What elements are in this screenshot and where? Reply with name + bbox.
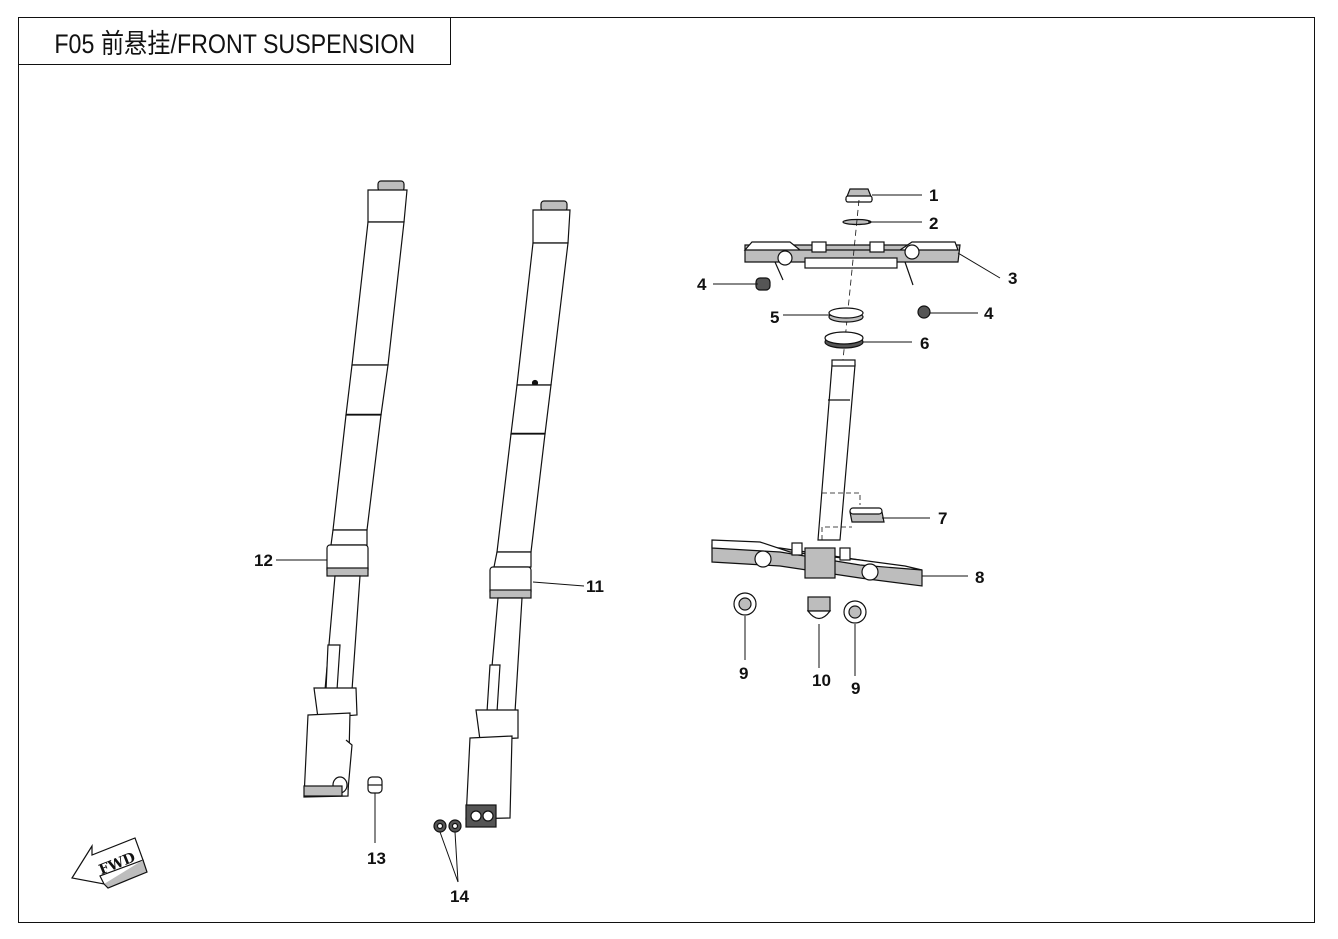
clamp-bolt-4a (755, 277, 771, 291)
callout-12: 12 (254, 551, 273, 570)
callout-labels: 1 2 3 4 4 5 6 7 8 9 10 9 11 12 13 14 FWD (97, 186, 1018, 906)
callout-11: 11 (586, 577, 604, 596)
callout-7: 7 (938, 509, 947, 528)
stem-nut-1 (845, 188, 873, 203)
upper-triple-clamp-3 (743, 241, 961, 286)
callout-8: 8 (975, 568, 984, 587)
diagram-frame (18, 17, 1315, 923)
callout-2: 2 (929, 214, 938, 233)
callout-9a: 9 (739, 664, 748, 683)
stem-plug-10 (806, 596, 832, 620)
steering-stem (817, 359, 856, 541)
callout-10: 10 (812, 671, 831, 690)
fork-leg-left (303, 180, 408, 798)
bearing-6 (824, 331, 864, 349)
axle-bushing-13 (367, 776, 383, 794)
callout-1: 1 (929, 186, 938, 205)
leader-lines (276, 194, 1001, 883)
lower-bearing-7 (821, 492, 885, 540)
callout-6: 6 (920, 334, 929, 353)
callout-14: 14 (450, 887, 469, 906)
fwd-arrow-icon (71, 837, 148, 889)
callout-3: 3 (1008, 269, 1017, 288)
callout-4a: 4 (697, 275, 707, 294)
callout-5: 5 (770, 308, 779, 327)
title-box: F05 前悬挂/FRONT SUSPENSION (18, 17, 451, 65)
callout-13: 13 (367, 849, 386, 868)
lower-triple-clamp-8 (711, 539, 923, 587)
adjusting-nut-5 (828, 307, 864, 323)
dust-seal-9b (843, 600, 867, 624)
nuts-14 (433, 819, 462, 833)
page-title: F05 前悬挂/FRONT SUSPENSION (54, 28, 415, 59)
callout-4b: 4 (984, 304, 994, 323)
callout-9b: 9 (851, 679, 860, 698)
fork-leg-right (465, 200, 571, 828)
clamp-bolt-4b (917, 305, 931, 319)
dust-seal-9a (733, 592, 757, 616)
